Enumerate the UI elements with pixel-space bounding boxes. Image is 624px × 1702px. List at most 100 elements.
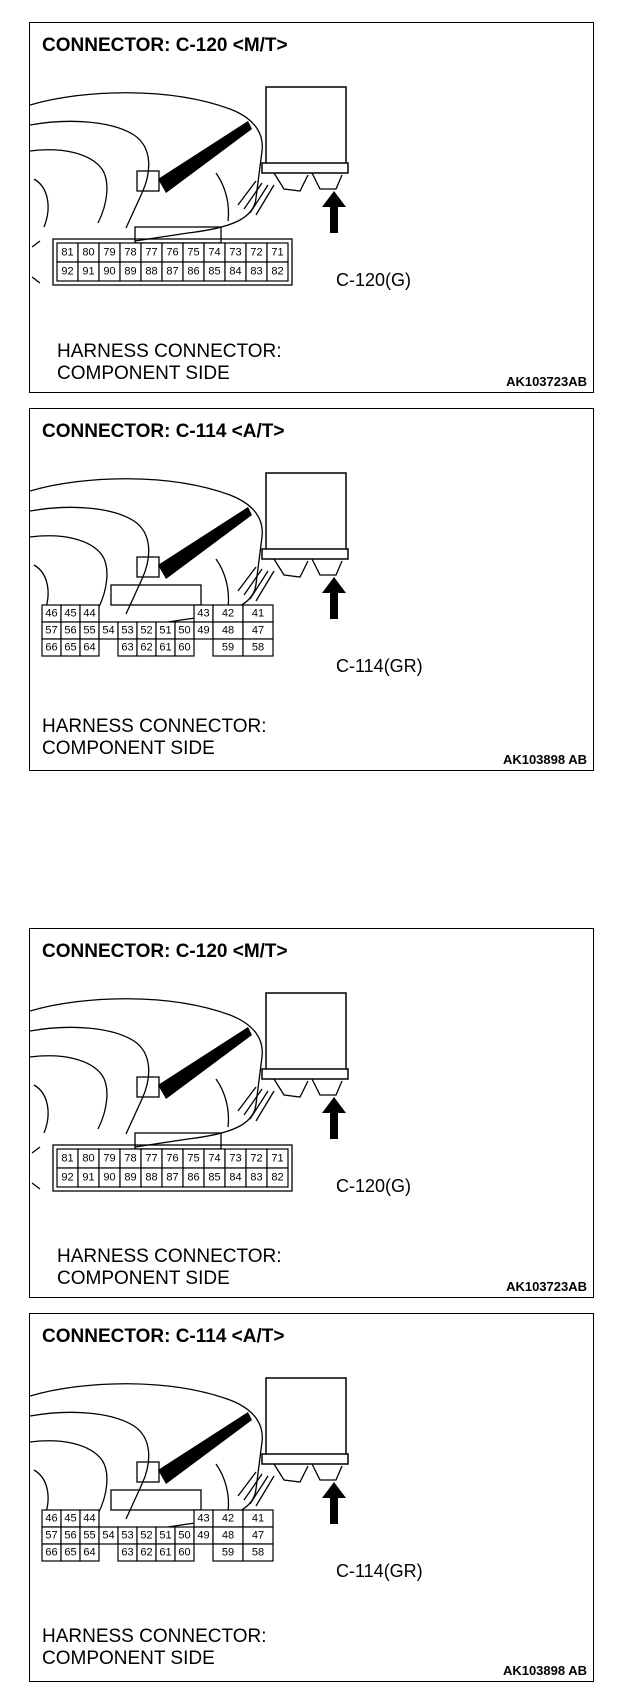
- pin-number: 87: [166, 1172, 178, 1184]
- harness-connector-label: HARNESS CONNECTOR: COMPONENT SIDE: [42, 716, 267, 760]
- pointer-arrow: [322, 577, 346, 619]
- dashboard-outline: [30, 92, 263, 242]
- pin-number: 49: [197, 625, 209, 637]
- pin-number: 62: [140, 1547, 152, 1559]
- pin-number: 78: [124, 247, 136, 259]
- console-outline: [215, 172, 230, 222]
- pointer-wedge: [158, 1027, 252, 1099]
- pointer-wedge: [158, 1412, 252, 1484]
- pin-number: 63: [121, 642, 133, 654]
- connector-callout-label: C-114(GR): [336, 1561, 423, 1581]
- harness-line-1: HARNESS CONNECTOR:: [42, 1626, 267, 1647]
- pin-cell: [174, 1543, 195, 1562]
- pin-number: 79: [103, 1153, 115, 1165]
- pin-number: 82: [271, 1172, 283, 1184]
- pin-number: 76: [166, 1153, 178, 1165]
- connector-callout-label: C-114(GR): [336, 656, 423, 676]
- pin-number: 72: [250, 247, 262, 259]
- connector-lock-tab: [110, 1489, 202, 1511]
- ecu-module: [265, 992, 347, 1074]
- pin-number: 61: [159, 642, 171, 654]
- harness-line-1: HARNESS CONNECTOR:: [57, 1246, 282, 1267]
- pin-number: 56: [64, 625, 76, 637]
- ecu-plug: [273, 1463, 343, 1483]
- pin-number: 71: [271, 247, 283, 259]
- harness-line-2: COMPONENT SIDE: [42, 1648, 215, 1669]
- harness-wires: [237, 1086, 275, 1122]
- connector-location-box: [136, 1461, 160, 1483]
- pin-number: 57: [45, 625, 57, 637]
- pin-number: 42: [222, 1513, 234, 1525]
- pin-number: 64: [83, 642, 95, 654]
- harness-line-1: HARNESS CONNECTOR:: [42, 716, 267, 737]
- pointer-arrow: [322, 1482, 346, 1524]
- pin-number: 77: [145, 1153, 157, 1165]
- ecu-plug: [273, 558, 343, 578]
- connector-housing: [52, 238, 293, 286]
- pin-number: 73: [229, 247, 241, 259]
- ecu-module: [265, 472, 347, 554]
- ecu-module: [265, 1377, 347, 1459]
- pin-number: 53: [121, 1530, 133, 1542]
- pin-number: 83: [250, 1172, 262, 1184]
- pin-number: 84: [229, 1172, 241, 1184]
- pin-number: 88: [145, 1172, 157, 1184]
- ecu-base: [261, 162, 349, 174]
- connector-housing: [52, 1144, 293, 1192]
- console-outline: [215, 1463, 230, 1513]
- pin-number: 41: [252, 1513, 264, 1525]
- pin-number: 85: [208, 1172, 220, 1184]
- pin-number: 54: [102, 1530, 114, 1542]
- pin-number: 47: [252, 625, 264, 637]
- pin-cell: [242, 638, 274, 657]
- pin-number: 59: [222, 642, 234, 654]
- steering-wheel-inner: [30, 535, 108, 610]
- pin-number: 89: [124, 1172, 136, 1184]
- pin-number: 92: [61, 1172, 73, 1184]
- pin-number: 58: [252, 642, 264, 654]
- pin-cell: [266, 261, 289, 282]
- pin-number: 46: [45, 608, 57, 620]
- pin-cell: [242, 1543, 274, 1562]
- pin-number: 75: [187, 1153, 199, 1165]
- harness-wires: [237, 1471, 275, 1507]
- pin-cell: [174, 638, 195, 657]
- steering-wheel-outline: [30, 1411, 150, 1520]
- pin-number: 51: [159, 1530, 171, 1542]
- harness-line-1: HARNESS CONNECTOR:: [57, 341, 282, 362]
- steering-wheel-inner: [30, 1440, 108, 1515]
- pin-number: 64: [83, 1547, 95, 1559]
- pin-number: 53: [121, 625, 133, 637]
- pin-number: 44: [83, 608, 95, 620]
- harness-connector-label: HARNESS CONNECTOR: COMPONENT SIDE: [57, 1246, 282, 1290]
- dashboard-outline: [30, 998, 263, 1148]
- pin-number: 85: [208, 266, 220, 278]
- figure-code: AK103723AB: [506, 1279, 587, 1294]
- pin-number: 65: [64, 1547, 76, 1559]
- pin-number: 74: [208, 247, 220, 259]
- pin-number: 66: [45, 1547, 57, 1559]
- pin-number: 88: [145, 266, 157, 278]
- ecu-base: [261, 1453, 349, 1465]
- pin-number: 45: [64, 1513, 76, 1525]
- pin-number: 87: [166, 266, 178, 278]
- pin-number: 77: [145, 247, 157, 259]
- pin-number: 75: [187, 247, 199, 259]
- pin-number: 81: [61, 1153, 73, 1165]
- pin-number: 50: [178, 625, 190, 637]
- steering-wheel-inner: [30, 149, 108, 224]
- harness-wires: [237, 566, 275, 602]
- pin-number: 62: [140, 642, 152, 654]
- figure-code: AK103898 AB: [502, 1663, 587, 1678]
- steering-wheel-inner: [30, 1055, 108, 1130]
- pin-number: 91: [82, 1172, 94, 1184]
- pin-number: 58: [252, 1547, 264, 1559]
- pin-number: 49: [197, 1530, 209, 1542]
- pin-number: 65: [64, 642, 76, 654]
- figure-code: AK103898 AB: [502, 752, 587, 767]
- pin-number: 43: [197, 1513, 209, 1525]
- ecu-base: [261, 1068, 349, 1080]
